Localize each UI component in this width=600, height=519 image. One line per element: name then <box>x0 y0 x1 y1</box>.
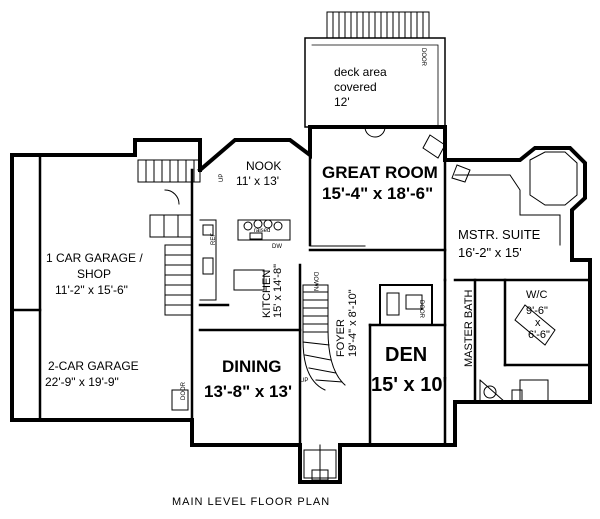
garage-fixtures <box>149 189 193 411</box>
garage-shop-line1: 1 CAR GARAGE / <box>46 251 143 265</box>
garage-shop-line2: SHOP <box>77 267 112 281</box>
interior-walls <box>10 153 592 447</box>
down-stair-label: DOWN <box>312 272 318 291</box>
garage-2car-dims: 22'-9" x 19'-9" <box>45 375 119 389</box>
dining-dims: 13'-8" x 13' <box>204 382 292 401</box>
nook-stairs <box>137 159 201 183</box>
deck-door-label: DOOR <box>420 48 426 66</box>
kitchen-counters <box>199 219 291 301</box>
garage-shop-dims: 11'-2" x 15'-6" <box>55 283 128 297</box>
wic-name: W/C <box>526 289 548 301</box>
garage-door-label-2: DOOR <box>418 300 424 318</box>
front-entry <box>303 444 337 483</box>
great-room-dims: 15'-4" x 18'-6" <box>322 184 434 203</box>
dishwasher-label: DW <box>272 244 282 250</box>
up-foyer-label: UP <box>300 378 309 384</box>
master-bath-name: MASTER BATH <box>463 289 475 367</box>
foyer-dims: 19'-4" x 8'-10" <box>347 289 359 357</box>
master-suite-dims: 16'-2" x 15' <box>458 245 522 260</box>
master-bay <box>451 151 578 246</box>
garage-door-label-1: DOOR <box>181 382 187 400</box>
great-room-name: GREAT ROOM <box>322 163 438 182</box>
den-name: DEN <box>385 344 428 366</box>
great-room-fixtures <box>309 126 446 247</box>
nook-name: NOOK <box>246 159 282 173</box>
foyer-name: FOYER <box>335 319 347 357</box>
deck-label-line2: covered <box>334 80 377 94</box>
garage-stairs <box>164 254 193 306</box>
deck-label-line3: 12' <box>334 95 350 109</box>
foyer-curved-stair <box>302 284 346 391</box>
deck-rail <box>311 44 439 128</box>
wic-dim-1: 9'-6" <box>526 305 548 317</box>
den-dims: 15' x 10' <box>371 374 448 396</box>
garage-2car-name: 2-CAR GARAGE <box>48 359 139 373</box>
wic-dim-2: 6'-6" <box>528 329 550 341</box>
up-nook-label: UP <box>219 173 225 182</box>
dining-name: DINING <box>222 357 282 376</box>
nook-dims: 11' x 13' <box>236 174 280 188</box>
raised-bar-label: raised <box>254 228 271 234</box>
deck-stairs <box>326 11 430 39</box>
bath-fixtures <box>386 292 556 403</box>
deck-label-line1: deck area <box>334 65 387 79</box>
plan-title: MAIN LEVEL FLOOR PLAN <box>172 496 331 508</box>
wic-dim-x: x <box>535 317 541 329</box>
refrigerator-label: REF <box>211 233 217 245</box>
master-suite-name: MSTR. SUITE <box>458 227 541 242</box>
kitchen-dims: 15' x 14'-8" <box>272 264 284 318</box>
